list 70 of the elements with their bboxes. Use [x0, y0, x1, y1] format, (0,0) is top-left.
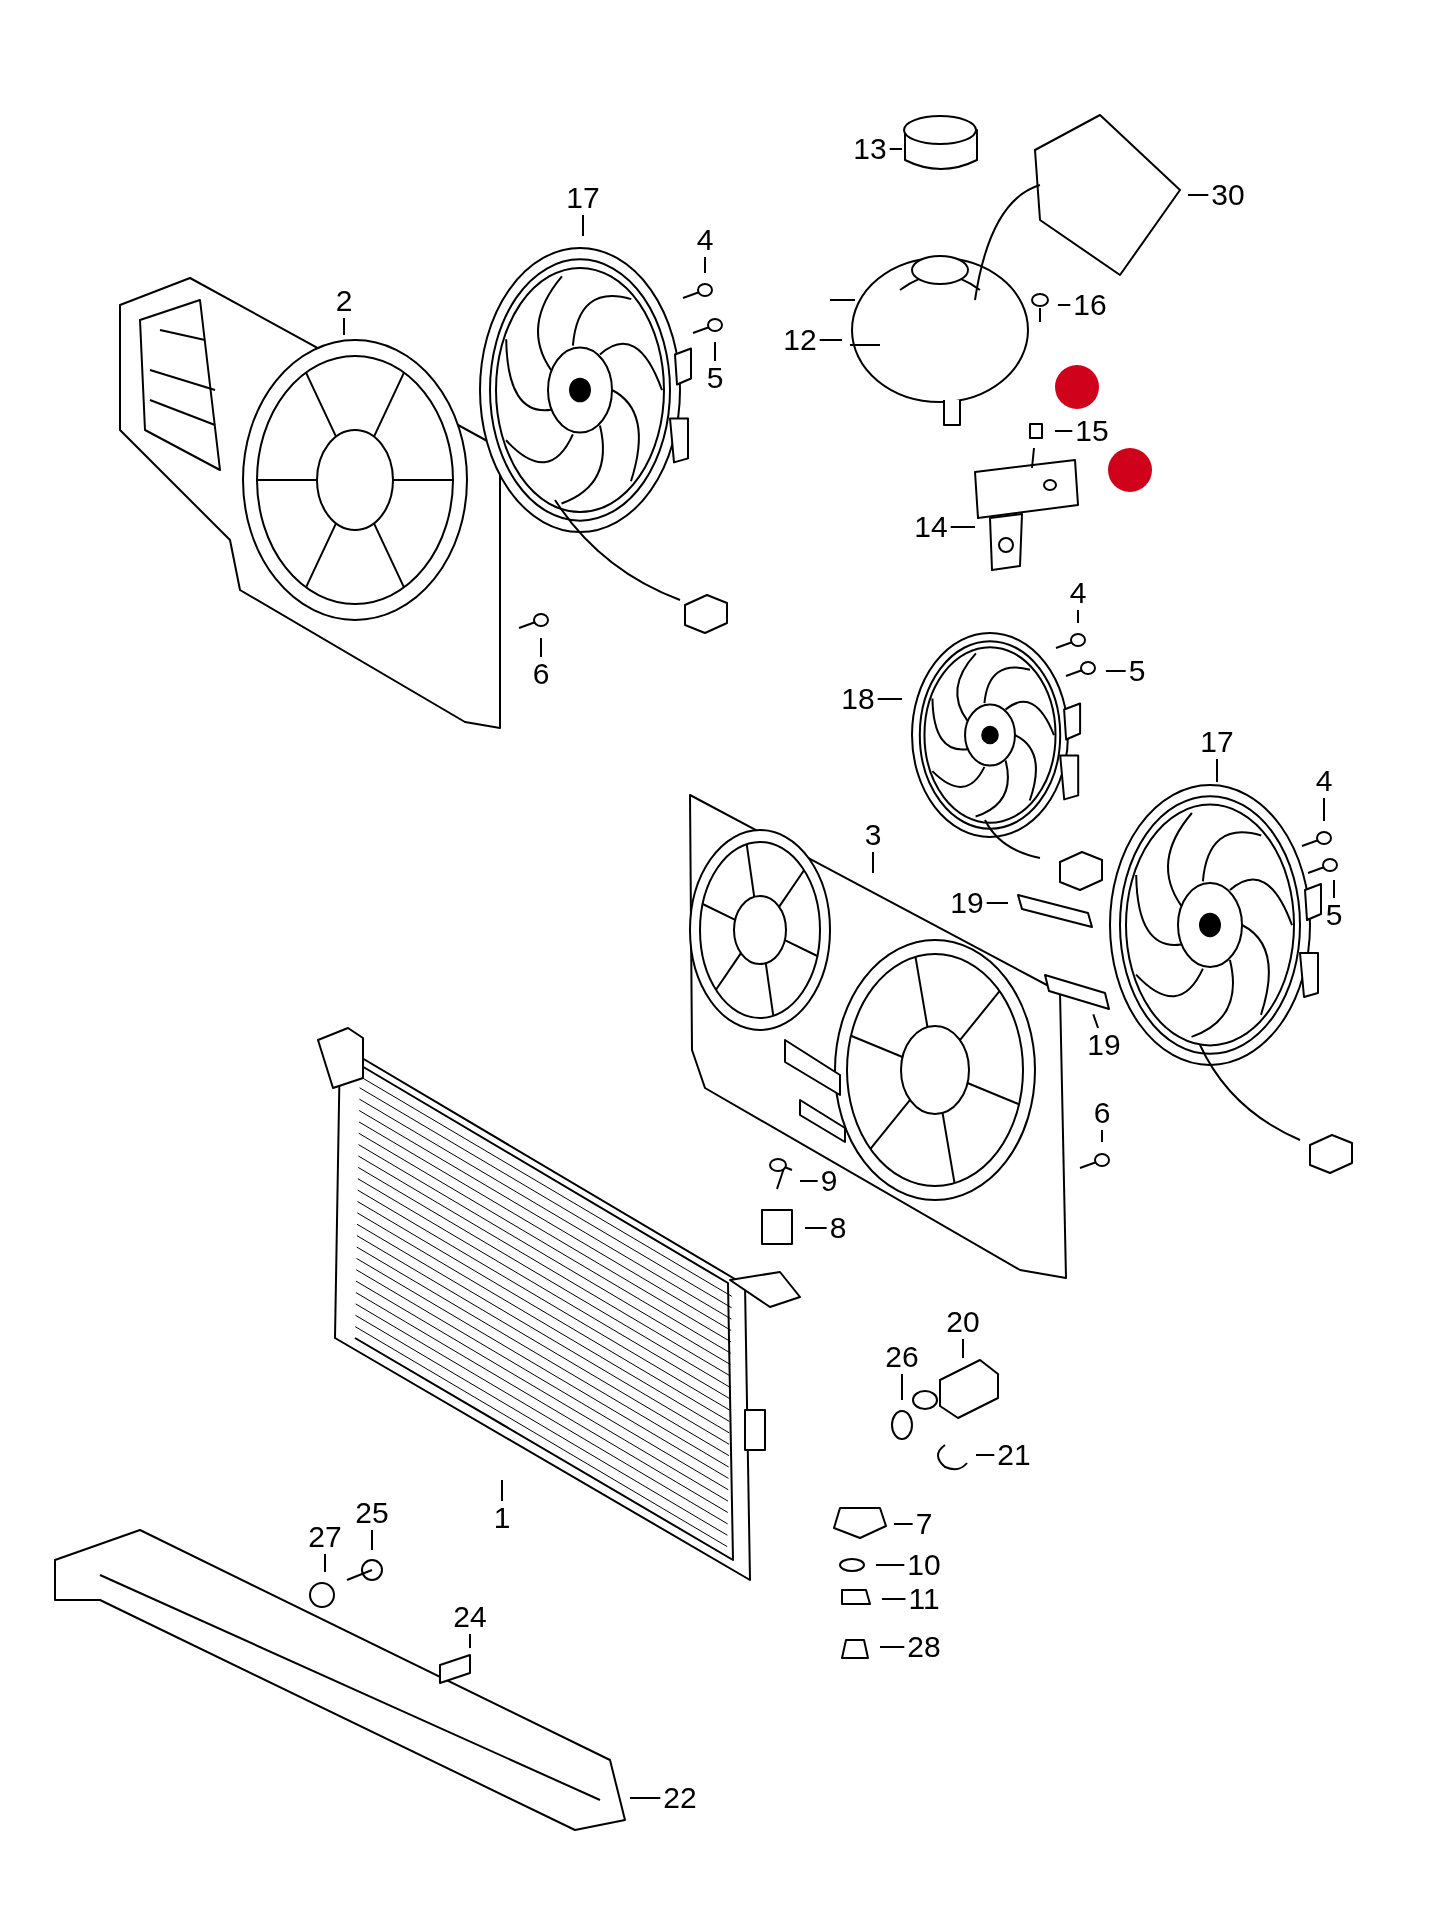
- leader-line: [799, 1180, 819, 1182]
- callout-number: 30: [1211, 180, 1245, 210]
- callout-number: 15: [1075, 416, 1109, 446]
- callout-number: 26: [885, 1342, 919, 1372]
- leader-line: [1105, 670, 1127, 672]
- leader-line: [879, 1646, 906, 1648]
- leader-line: [1333, 879, 1335, 899]
- callout-number: 1: [493, 1503, 511, 1533]
- leader-line: [949, 526, 976, 528]
- leader-line: [1216, 758, 1218, 783]
- callout-number: 8: [829, 1213, 847, 1243]
- leader-line: [1092, 1013, 1100, 1029]
- callout-number: 21: [997, 1440, 1031, 1470]
- leader-line: [881, 1598, 907, 1600]
- callout-number: 16: [1073, 290, 1107, 320]
- callout-number: 5: [706, 363, 724, 393]
- callout-number: 4: [696, 225, 714, 255]
- callout-number: 27: [308, 1522, 342, 1552]
- leader-line: [1057, 304, 1072, 306]
- callout-number: 2: [335, 286, 353, 316]
- leader-line: [371, 1529, 373, 1551]
- leader-line: [975, 1454, 996, 1456]
- callout-number: 5: [1325, 900, 1343, 930]
- leader-line: [876, 698, 903, 700]
- leader-line: [704, 256, 706, 274]
- leader-line: [1054, 430, 1074, 432]
- callout-number: 19: [1087, 1030, 1121, 1060]
- leader-line: [469, 1633, 471, 1649]
- callout-number: 12: [783, 325, 817, 355]
- callout-number: 18: [841, 684, 875, 714]
- callout-number: 11: [908, 1584, 940, 1614]
- leader-line: [875, 1564, 906, 1566]
- leader-line: [893, 1523, 914, 1525]
- callout-number: 17: [566, 183, 600, 213]
- leader-line: [1187, 194, 1210, 196]
- leader-line: [818, 339, 843, 341]
- leader-line: [888, 148, 903, 150]
- callout-number: 6: [1093, 1098, 1111, 1128]
- leader-line: [629, 1797, 662, 1799]
- callout-number: 5: [1128, 656, 1146, 686]
- callout-number: 6: [532, 659, 550, 689]
- leader-line: [714, 341, 716, 362]
- callout-number: 10: [907, 1550, 941, 1580]
- leader-line: [804, 1227, 828, 1229]
- callout-number: 4: [1315, 766, 1333, 796]
- leader-line: [1101, 1129, 1103, 1143]
- callout-number: 20: [946, 1307, 980, 1337]
- callout-number: 3: [864, 820, 882, 850]
- callout-number: 19: [950, 888, 984, 918]
- callout-number: 17: [1200, 727, 1234, 757]
- leader-line: [582, 214, 584, 237]
- leader-line: [962, 1338, 964, 1359]
- callout-number: 28: [907, 1632, 941, 1662]
- leader-line: [1077, 609, 1079, 624]
- callout-number: 25: [355, 1498, 389, 1528]
- leader-line: [901, 1373, 903, 1401]
- leader-line: [1323, 797, 1325, 822]
- leader-line: [501, 1479, 503, 1502]
- callout-number: 7: [915, 1509, 933, 1539]
- leader-line: [985, 902, 1009, 904]
- callout-number: 24: [453, 1602, 487, 1632]
- callout-number: 22: [663, 1783, 697, 1813]
- callout-number: 9: [820, 1166, 838, 1196]
- leader-line: [872, 851, 874, 874]
- leader-line: [343, 317, 345, 336]
- leader-line: [324, 1553, 326, 1573]
- leader-line: [540, 637, 542, 658]
- callout-number: 4: [1069, 578, 1087, 608]
- callout-number: 14: [914, 512, 948, 542]
- callout-number: 13: [853, 134, 887, 164]
